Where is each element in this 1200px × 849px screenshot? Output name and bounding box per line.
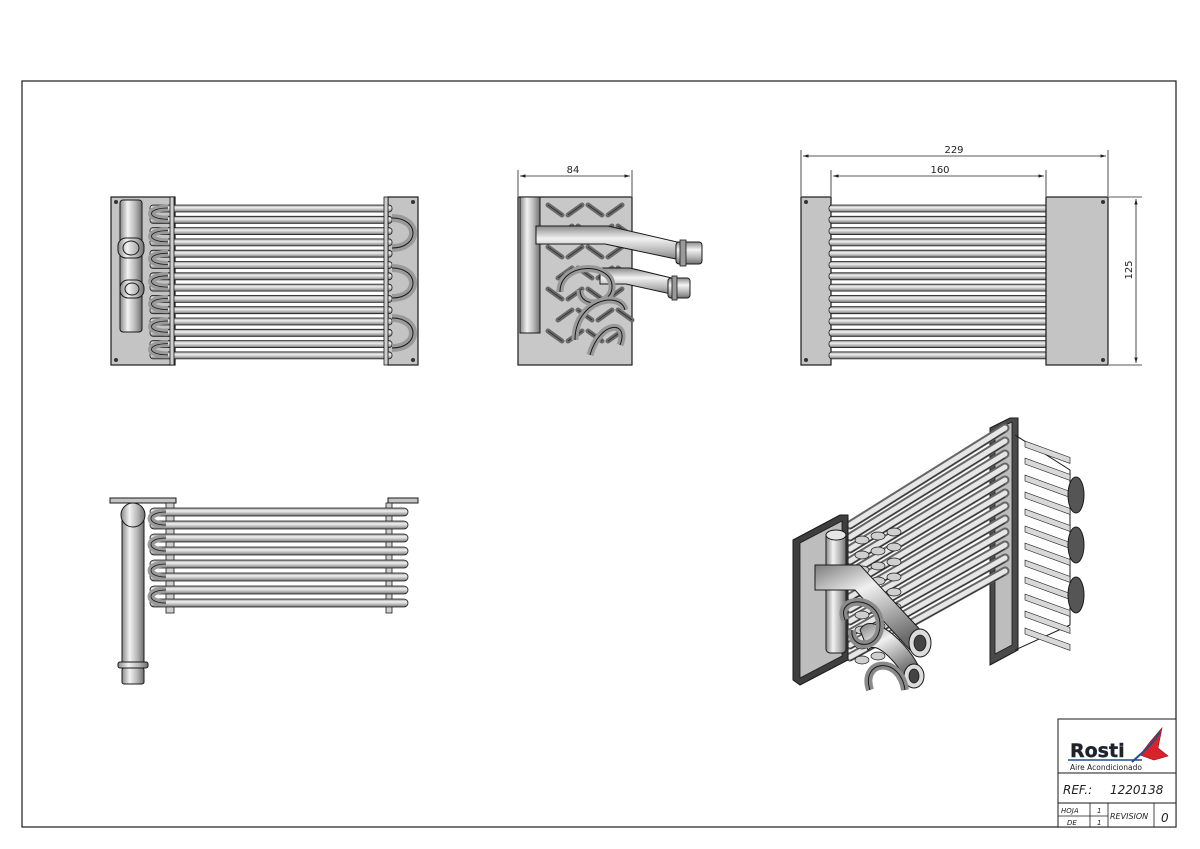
ref-value: 1220138: [1110, 783, 1164, 797]
rear-view: 229 160 125: [800, 145, 1142, 366]
revision-value: 0: [1161, 811, 1169, 825]
logo-subtitle: Aire Acondicionado: [1070, 763, 1142, 772]
de-value: 1: [1097, 819, 1101, 827]
sheet-border: [21, 80, 1177, 828]
hoja-label: HOJA: [1061, 807, 1079, 815]
dimension-overall-length: 229: [944, 145, 963, 156]
logo-text: Rosti: [1070, 740, 1125, 762]
dimension-depth: 84: [567, 165, 580, 176]
dimension-core-length: 160: [930, 165, 949, 176]
top-view: [109, 497, 419, 685]
isometric-view: [792, 417, 1085, 692]
side-view: 84: [517, 165, 703, 366]
revision-label: REVISION: [1110, 812, 1148, 821]
hoja-value: 1: [1097, 807, 1101, 815]
title-block: Rosti Aire Acondicionado REF.: 1220138 H…: [1057, 718, 1177, 828]
ref-label: REF.:: [1063, 783, 1092, 797]
rosti-logo: Rosti Aire Acondicionado: [1068, 726, 1169, 772]
front-view: [110, 196, 419, 366]
de-label: DE: [1067, 819, 1077, 827]
dimension-height: 125: [1124, 260, 1135, 279]
